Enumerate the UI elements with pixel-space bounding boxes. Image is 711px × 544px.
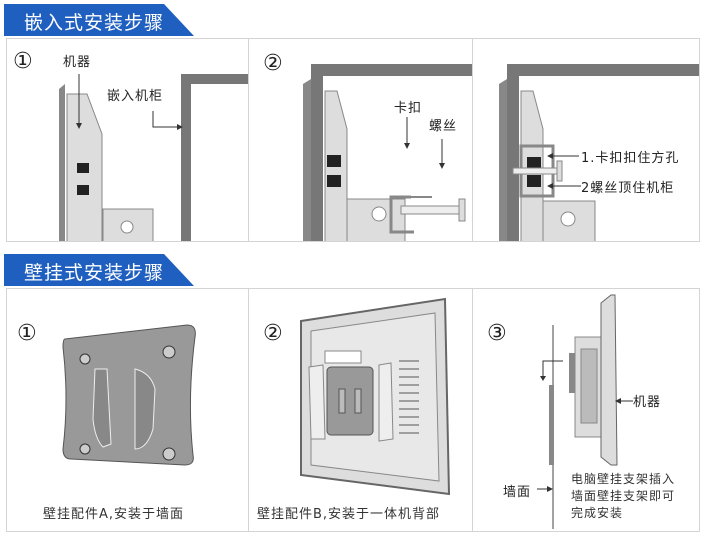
- embedded-step-1-panel: ① 机器 嵌入机柜: [6, 38, 250, 242]
- wall-mount-title: 壁挂式安装步骤: [24, 262, 165, 284]
- wall-step-2-panel: ② 壁挂配件B,安装于一体机背部: [248, 288, 474, 532]
- wall-step-3-panel: ③ 机器 墙面 电脑壁挂支架插入 墙面壁挂支架即可 完成安装: [472, 288, 700, 532]
- wall-mount-banner: 壁挂式安装步骤: [4, 254, 194, 286]
- note-line-3: 完成安装: [571, 506, 624, 520]
- embedded-step-2-diagram: [303, 64, 473, 241]
- install-note: 电脑壁挂支架插入 墙面壁挂支架即可 完成安装: [571, 471, 675, 522]
- wall-mount-side-diagram: [537, 294, 633, 529]
- label-screw-cabinet: 2螺丝顶住机柜: [581, 181, 675, 196]
- label-clip-hole: 1.卡扣扣住方孔: [581, 151, 680, 166]
- label-clip: 卡扣: [394, 101, 423, 116]
- step-number: ③: [487, 321, 507, 346]
- label-wall: 墙面: [503, 485, 532, 500]
- step-number: ①: [13, 49, 33, 74]
- embedded-install-title: 嵌入式安装步骤: [24, 12, 165, 34]
- embedded-step-1-diagram: [59, 74, 249, 241]
- wall-step-1-panel: ① 壁挂配件A,安装于墙面: [6, 288, 250, 532]
- embedded-step-3-diagram: [499, 64, 699, 241]
- label-machine: 机器: [63, 55, 92, 70]
- caption-bracket-a: 壁挂配件A,安装于墙面: [43, 507, 185, 522]
- embedded-install-banner: 嵌入式安装步骤: [4, 4, 194, 36]
- wall-bracket-a-diagram: [62, 324, 196, 466]
- embedded-step-2-panel: ② 卡扣 螺丝: [248, 38, 474, 242]
- step-number: ②: [263, 321, 283, 346]
- label-machine: 机器: [633, 395, 662, 410]
- note-line-1: 电脑壁挂支架插入: [571, 472, 676, 486]
- step-number: ①: [17, 321, 37, 346]
- note-line-2: 墙面壁挂支架即可: [571, 489, 676, 503]
- wall-bracket-b-diagram: [300, 297, 451, 496]
- caption-bracket-b: 壁挂配件B,安装于一体机背部: [257, 507, 441, 522]
- step-number: ②: [263, 51, 283, 76]
- label-cabinet: 嵌入机柜: [107, 89, 164, 104]
- embedded-step-3-panel: 1.卡扣扣住方孔 2螺丝顶住机柜: [472, 38, 700, 242]
- label-screw: 螺丝: [429, 119, 458, 134]
